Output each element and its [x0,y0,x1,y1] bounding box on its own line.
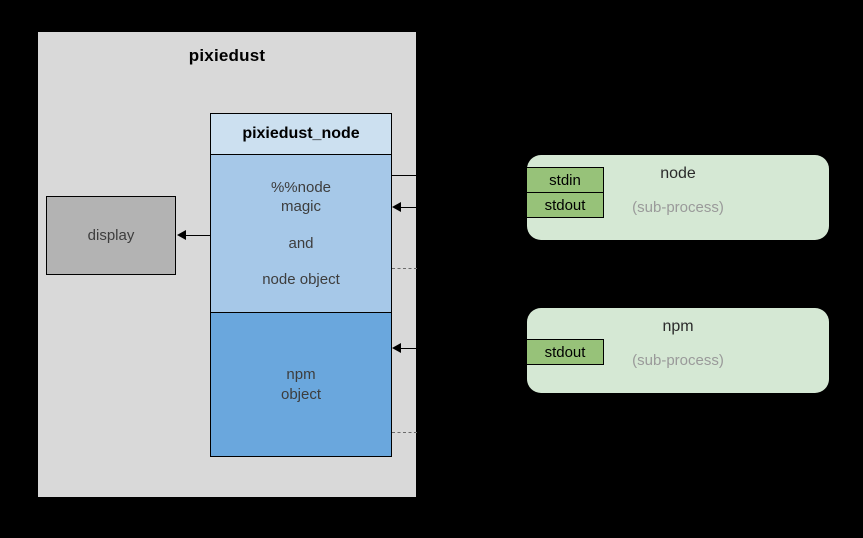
node-object-label: node object [262,270,340,288]
arrowhead-node-stdout [392,202,401,212]
connector-node-dashed [392,268,417,269]
npm-subprocess-title: npm [662,318,694,335]
npm-object-line1: npm [286,366,316,384]
node-subprocess-title: node [660,165,696,182]
node-magic-line1: %%node [270,179,332,197]
node-stdout-label: stdout [544,196,586,214]
pixiedust-title: pixiedust [188,46,266,65]
connector-npm-dashed [392,432,417,433]
connector-node-to-display [186,235,210,236]
npm-object-line2: object [280,385,322,403]
node-magic-body: %%node magic and node object [210,154,392,313]
node-stdin-chip: stdin [526,167,604,193]
connector-npm-stdout [400,348,417,349]
npm-object-label: npm object [281,365,321,403]
pixiedust-node-header: pixiedust_node [210,113,392,155]
npm-object-body: npm object [210,312,392,457]
display-box: display [46,196,176,275]
node-stdin-label: stdin [549,171,581,189]
node-and-label: and [288,234,314,252]
npm-subprocess-subtitle: (sub-process) [632,352,724,369]
pixiedust-node-title: pixiedust_node [242,125,360,142]
node-stdout-chip: stdout [526,192,604,218]
arrowhead-display [177,230,186,240]
node-magic-label: %%node magic [271,178,331,216]
npm-stdout-label: stdout [544,343,586,361]
npm-stdout-chip: stdout [526,339,604,365]
connector-node-stdout [400,207,417,208]
connector-node-stdin [392,175,417,176]
node-magic-line2: magic [280,198,321,216]
display-label: display [87,227,135,244]
node-subprocess-subtitle: (sub-process) [632,199,724,216]
node-subprocess-box: node (sub-process) stdin stdout [526,155,829,240]
arrowhead-npm-stdout [392,343,401,353]
npm-subprocess-box: npm (sub-process) stdout [526,308,829,393]
